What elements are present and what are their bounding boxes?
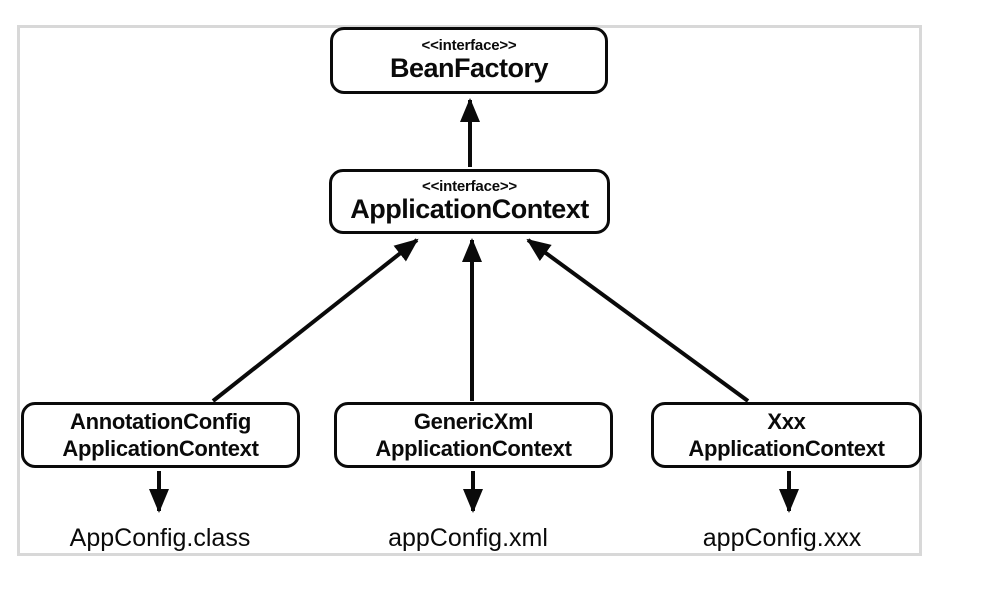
- artifact-appconfig-xxx: appConfig.xxx: [702, 524, 862, 552]
- node-application-context: <<interface>> ApplicationContext: [329, 169, 610, 234]
- application-context-name: ApplicationContext: [350, 194, 589, 225]
- diagram-frame: [17, 25, 922, 556]
- bean-factory-stereotype: <<interface>>: [421, 37, 517, 55]
- artifact-appconfig-class: AppConfig.class: [69, 524, 251, 552]
- annotation-config-name-line1: AnnotationConfig: [70, 408, 251, 434]
- generic-xml-name-line1: GenericXml: [413, 408, 534, 434]
- generic-xml-name-line2: ApplicationContext: [375, 436, 572, 461]
- xxx-name-line1: Xxx: [767, 408, 806, 434]
- node-annotation-config-application-context: AnnotationConfig ApplicationContext: [21, 402, 300, 468]
- artifact-appconfig-xml: appConfig.xml: [388, 524, 548, 552]
- bean-factory-name: BeanFactory: [389, 53, 549, 84]
- node-bean-factory: <<interface>> BeanFactory: [330, 27, 608, 94]
- xxx-name-line2: ApplicationContext: [688, 436, 885, 461]
- application-context-stereotype: <<interface>>: [422, 178, 517, 196]
- node-generic-xml-application-context: GenericXml ApplicationContext: [334, 402, 613, 468]
- node-xxx-application-context: Xxx ApplicationContext: [651, 402, 922, 468]
- annotation-config-name-line2: ApplicationContext: [62, 436, 259, 461]
